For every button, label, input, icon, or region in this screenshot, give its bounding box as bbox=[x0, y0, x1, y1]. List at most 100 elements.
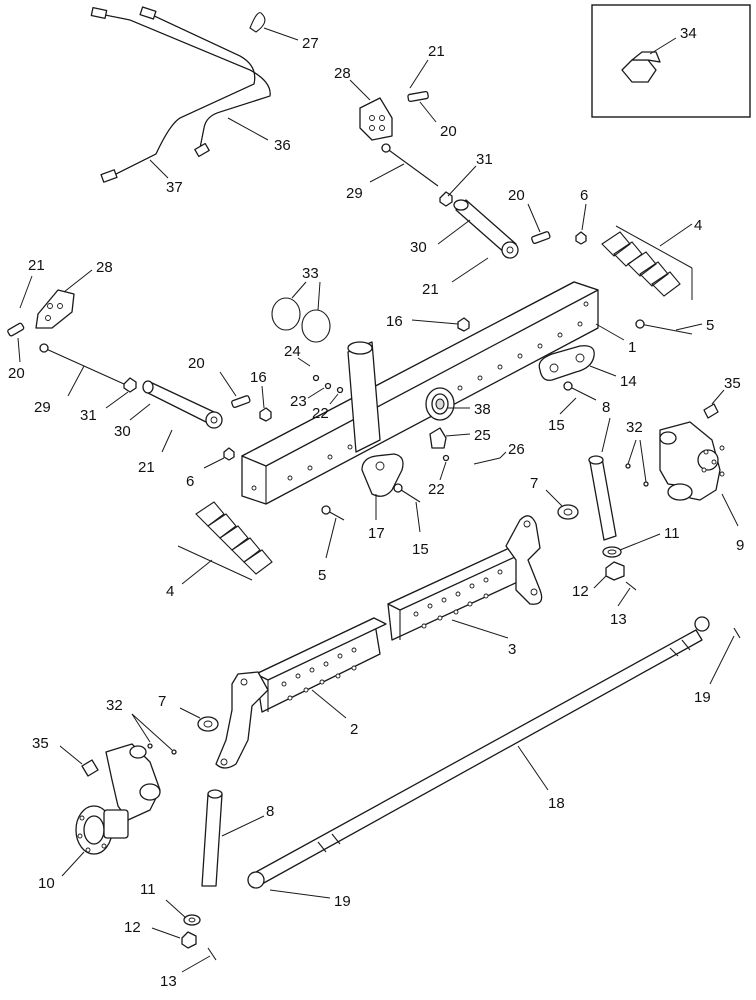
hydraulic-lines bbox=[90, 6, 271, 183]
part-33-orings bbox=[271, 297, 331, 343]
callout-21-left: 21 bbox=[28, 257, 45, 274]
callout-38: 38 bbox=[474, 401, 491, 418]
callout-31-left: 31 bbox=[80, 407, 97, 424]
part-13-cotter-upper bbox=[625, 581, 637, 591]
callout-7-lower: 7 bbox=[158, 693, 166, 710]
callout-4-right: 4 bbox=[694, 217, 702, 234]
part-38-pivot bbox=[425, 387, 455, 421]
callout-24: 24 bbox=[284, 343, 301, 360]
callout-8-upper: 8 bbox=[602, 399, 610, 416]
callout-21-mid: 21 bbox=[422, 281, 439, 298]
inset-box: 34 bbox=[591, 4, 751, 118]
callout-10: 10 bbox=[38, 875, 55, 892]
part-4-shims-right bbox=[601, 225, 693, 300]
part-20-pin-left2 bbox=[231, 395, 251, 408]
callout-31-upper: 31 bbox=[476, 151, 493, 168]
part-29-bolt-upper bbox=[381, 143, 439, 187]
callout-20-mid: 20 bbox=[508, 187, 525, 204]
part-6-nut-upper bbox=[575, 231, 587, 245]
part-17-block bbox=[361, 453, 404, 497]
callout-9: 9 bbox=[736, 537, 744, 554]
callout-3: 3 bbox=[508, 641, 516, 658]
callout-16-left: 16 bbox=[250, 369, 267, 386]
part-12-nut-upper bbox=[605, 561, 625, 581]
part-6-nut-lower bbox=[223, 447, 235, 461]
part-32-fastener-c bbox=[147, 743, 153, 749]
part-8-kingpin-lower bbox=[201, 789, 223, 887]
callout-20-left: 20 bbox=[8, 365, 25, 382]
callout-29-upper: 29 bbox=[346, 185, 363, 202]
part-18-tie-rod bbox=[247, 616, 710, 889]
callout-36: 36 bbox=[274, 137, 291, 154]
part-22-fastener-lower bbox=[442, 454, 450, 462]
callout-35-upper: 35 bbox=[724, 375, 741, 392]
callout-8-lower: 8 bbox=[266, 803, 274, 820]
callout-11-lower: 11 bbox=[140, 881, 156, 898]
part-20-pin-mid bbox=[531, 231, 551, 244]
part-13-cotter-lower bbox=[207, 947, 217, 961]
callout-13-upper: 13 bbox=[610, 611, 627, 628]
part-5-bolt-left bbox=[321, 505, 345, 521]
part-11-washer-lower bbox=[183, 914, 201, 926]
callout-21-upper: 21 bbox=[428, 43, 445, 60]
part-29-bolt-left bbox=[39, 343, 125, 385]
callout-22-upper: 22 bbox=[312, 405, 329, 422]
callout-32-upper: 32 bbox=[626, 419, 643, 436]
part-28-bracket-upper bbox=[359, 97, 393, 141]
part-20-pin-upper bbox=[407, 90, 429, 103]
callout-16-upper: 16 bbox=[386, 313, 403, 330]
callout-30-left: 30 bbox=[114, 423, 131, 440]
callout-25: 25 bbox=[474, 427, 491, 444]
part-22-fastener-upper bbox=[336, 386, 344, 394]
part-19-cotter-right bbox=[733, 627, 741, 639]
part-4-shims-left bbox=[177, 501, 273, 581]
part-24-fastener bbox=[312, 374, 320, 382]
part-14-block bbox=[538, 345, 595, 381]
callout-21-lower: 21 bbox=[138, 459, 155, 476]
part-26-pin bbox=[473, 457, 501, 465]
callout-13-lower: 13 bbox=[160, 973, 177, 990]
callout-34: 34 bbox=[680, 25, 697, 42]
callout-29-left: 29 bbox=[34, 399, 51, 416]
callout-14: 14 bbox=[620, 373, 637, 390]
part-11-washer-upper bbox=[602, 546, 622, 558]
part-34-plug bbox=[621, 51, 661, 83]
callout-30-upper: 30 bbox=[410, 239, 427, 256]
part-5-bolt-right bbox=[635, 319, 693, 335]
callout-28-left: 28 bbox=[96, 259, 113, 276]
part-30-link-upper bbox=[453, 199, 519, 259]
callout-32-lower: 32 bbox=[106, 697, 123, 714]
callout-15-upper: 15 bbox=[548, 417, 565, 434]
callout-4-left: 4 bbox=[166, 583, 174, 600]
callout-19-lower: 19 bbox=[334, 893, 351, 910]
part-15-bolt-upper bbox=[563, 381, 597, 401]
callout-5-left: 5 bbox=[318, 567, 326, 584]
part-9-spindle-right bbox=[659, 421, 725, 501]
part-28-bracket-left bbox=[35, 289, 75, 329]
callout-6-upper: 6 bbox=[580, 187, 588, 204]
callout-35-lower: 35 bbox=[32, 735, 49, 752]
callout-19-right: 19 bbox=[694, 689, 711, 706]
part-12-nut-lower bbox=[181, 931, 197, 949]
part-15-bolt-lower bbox=[393, 483, 421, 503]
callout-23: 23 bbox=[290, 393, 307, 410]
callout-37: 37 bbox=[166, 179, 183, 196]
part-32-fastener-b bbox=[643, 481, 649, 487]
part-25-clip bbox=[429, 427, 447, 449]
part-16-nut-left bbox=[259, 407, 272, 422]
callout-20-left2: 20 bbox=[188, 355, 205, 372]
part-30-link-left bbox=[142, 380, 223, 429]
part-27-clip bbox=[249, 12, 266, 33]
callout-6-lower: 6 bbox=[186, 473, 194, 490]
callout-15-lower: 15 bbox=[412, 541, 429, 558]
callout-2: 2 bbox=[350, 721, 358, 738]
callout-27: 27 bbox=[302, 35, 319, 52]
part-16-nut-upper bbox=[457, 317, 470, 332]
part-32-fastener-a bbox=[625, 463, 631, 469]
callout-28-upper: 28 bbox=[334, 65, 351, 82]
part-32-fastener-d bbox=[171, 749, 177, 755]
part-31-nut-left bbox=[123, 377, 137, 393]
part-3-extension-right bbox=[387, 515, 543, 641]
part-35-tag-right bbox=[703, 403, 719, 419]
